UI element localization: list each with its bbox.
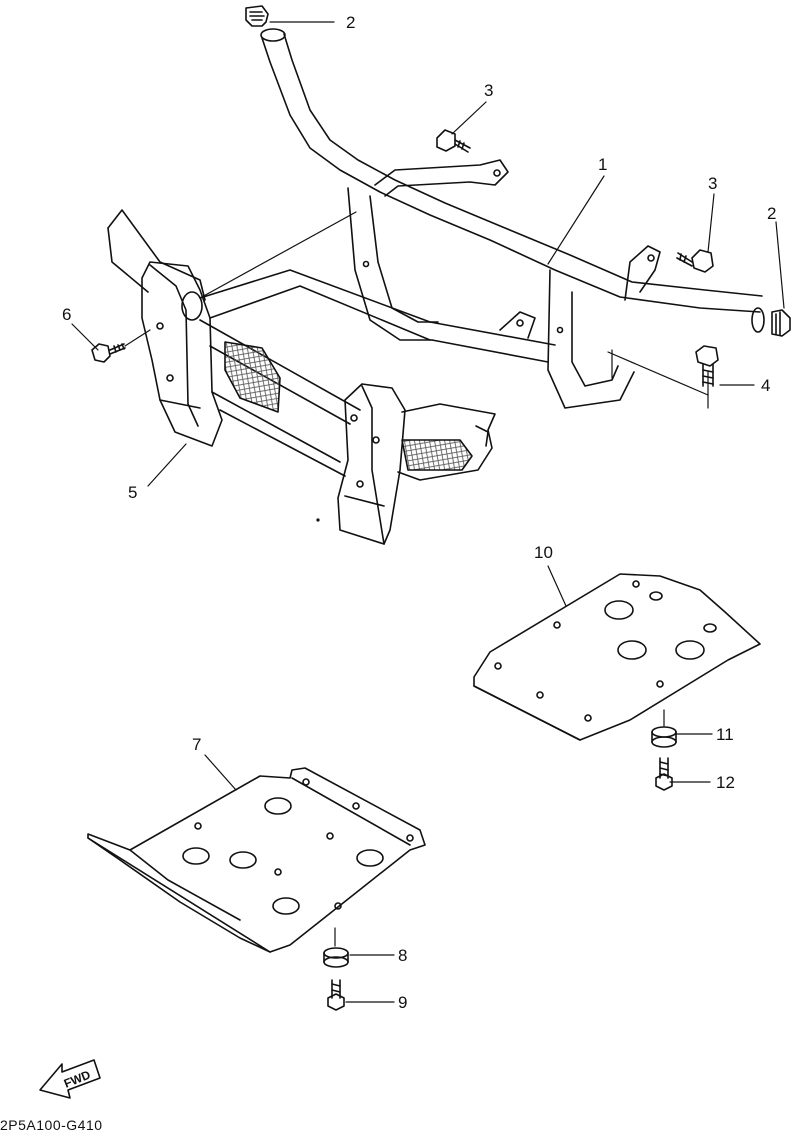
figure-code: 2P5A100-G410 [0, 1117, 103, 1133]
label-part-4: 4 [761, 376, 770, 395]
skid-plate-10 [473, 573, 761, 741]
cap-2-top [245, 5, 269, 27]
bolt-3-left [436, 129, 471, 153]
label-part-7: 7 [192, 735, 201, 754]
front-guard-tube [199, 28, 765, 409]
collar-11 [651, 726, 677, 748]
label-part-9: 9 [398, 993, 407, 1012]
label-part-8: 8 [398, 946, 407, 965]
collar-8 [323, 947, 349, 968]
label-part-10: 10 [534, 543, 553, 562]
label-part-1: 1 [598, 155, 607, 174]
front-bumper [107, 209, 496, 545]
bolt-3-right [676, 249, 714, 273]
skid-plate-7 [87, 767, 426, 953]
label-part-12: 12 [716, 773, 735, 792]
label-part-6: 6 [62, 305, 71, 324]
label-part-5: 5 [128, 483, 137, 502]
cap-2-right [771, 309, 791, 337]
leader-lines [71, 21, 785, 1003]
label-part-2-top: 2 [346, 13, 355, 32]
bolt-4 [695, 345, 719, 387]
label-part-3-left: 3 [484, 81, 493, 100]
part-number-labels: 2 3 1 3 2 4 6 5 10 11 12 7 8 9 [62, 13, 776, 1012]
bolt-12 [655, 757, 673, 791]
bolt-6 [91, 329, 151, 363]
fwd-arrow-icon [39, 1059, 101, 1099]
label-part-11: 11 [716, 725, 734, 744]
label-part-3-right: 3 [708, 174, 717, 193]
label-part-2-right: 2 [767, 204, 776, 223]
bolt-9 [327, 979, 345, 1011]
